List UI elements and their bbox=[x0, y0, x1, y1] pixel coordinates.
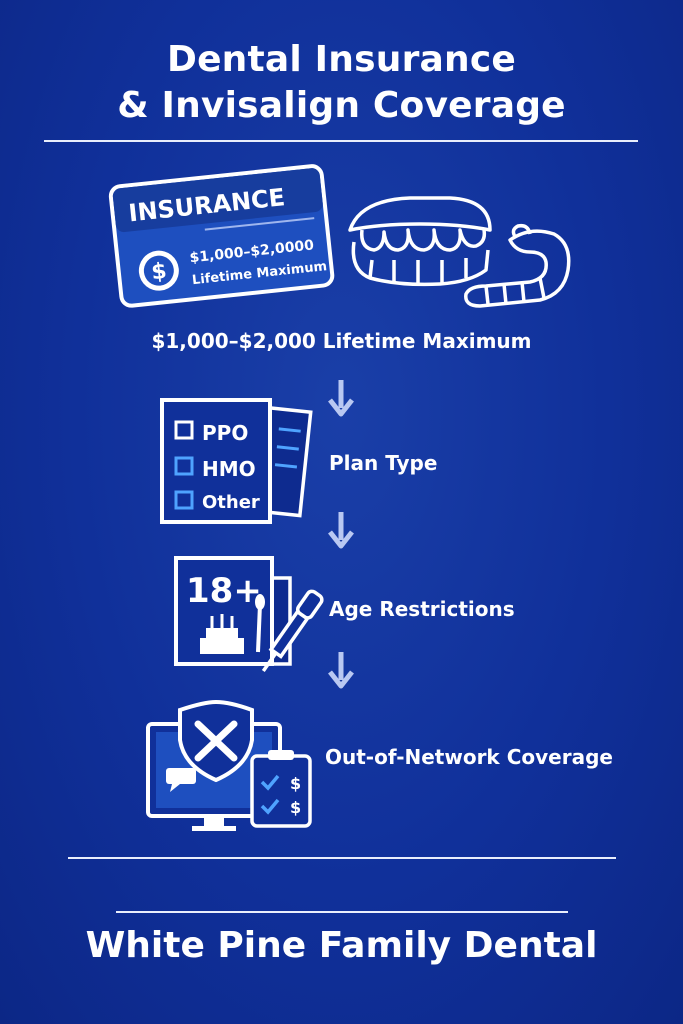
plan-type-label: Plan Type bbox=[329, 451, 438, 475]
dollar-coin-icon: $ bbox=[138, 250, 179, 291]
age-restrictions-label: Age Restrictions bbox=[329, 597, 515, 621]
clear-aligners-icon bbox=[348, 196, 571, 308]
cake-icon bbox=[200, 614, 244, 654]
plan-checklist-icon: PPO HMO Other bbox=[160, 398, 313, 524]
svg-text:$: $ bbox=[150, 259, 168, 285]
page-title-line-1: Dental Insurance bbox=[166, 39, 516, 80]
clipboard-check-icon: $ $ bbox=[250, 750, 312, 828]
lifetime-maximum-label: $1,000–$2,000 Lifetime Maximum bbox=[151, 329, 532, 353]
network-value-1: $ bbox=[290, 774, 301, 793]
out-of-network-icon: $ $ bbox=[146, 700, 312, 831]
footer-brand: White Pine Family Dental bbox=[85, 925, 598, 966]
arrow-down-icon bbox=[328, 512, 354, 549]
toothbrush-icon bbox=[255, 594, 265, 653]
header-divider bbox=[44, 140, 638, 142]
arrow-down-icon bbox=[328, 652, 354, 689]
chat-bubble-icon bbox=[166, 768, 196, 792]
footer-divider bbox=[116, 911, 568, 913]
out-of-network-label: Out-of-Network Coverage bbox=[325, 745, 613, 769]
section-divider bbox=[68, 857, 616, 859]
age-restriction-icon: 18+ bbox=[174, 556, 324, 672]
arrow-down-icon bbox=[328, 380, 354, 417]
dental-tool-icon bbox=[261, 589, 324, 672]
insurance-card-icon: INSURANCE $ $1,000–$2,0000 Lifetime Maxi… bbox=[108, 164, 335, 308]
page-title-line-2: & Invisalign Coverage bbox=[117, 85, 566, 126]
plan-option-hmo: HMO bbox=[202, 457, 256, 481]
shield-x-icon bbox=[178, 700, 254, 783]
plan-option-ppo: PPO bbox=[202, 421, 248, 445]
network-value-2: $ bbox=[290, 798, 301, 817]
age-badge: 18+ bbox=[186, 571, 262, 611]
plan-option-other: Other bbox=[202, 492, 260, 513]
